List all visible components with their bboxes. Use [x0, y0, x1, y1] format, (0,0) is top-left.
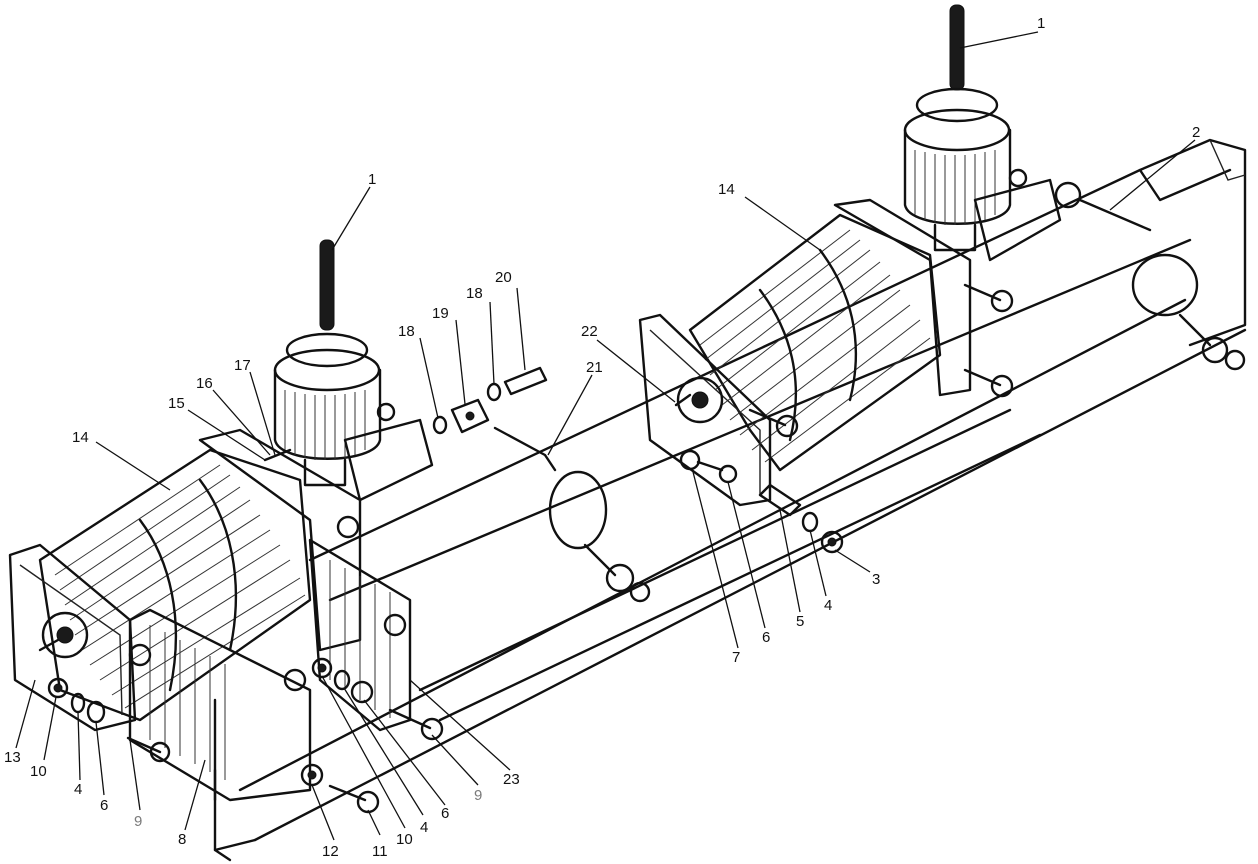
callout-4-mid: 4	[420, 819, 428, 836]
callout-12: 12	[322, 843, 339, 860]
callout-6-left: 6	[100, 797, 108, 814]
callout-21: 21	[586, 359, 603, 376]
callout-23: 23	[503, 771, 520, 788]
right-cylinder-unit	[638, 198, 1014, 554]
callout-18-upper: 18	[466, 285, 483, 302]
callout-22: 22	[581, 323, 598, 340]
callout-4-left: 4	[74, 781, 82, 798]
frame-rail-upper	[308, 138, 1247, 602]
callout-6-mid: 6	[441, 805, 449, 822]
callout-11: 11	[372, 843, 388, 860]
left-cylinder-unit	[8, 428, 444, 814]
callout-1-left: 1	[368, 171, 376, 188]
callout-labels: 1 1 2 14 14 22 20 18 18 19 21 17 16 15 3…	[4, 15, 1200, 860]
callout-8: 8	[178, 831, 186, 848]
callout-3: 3	[872, 571, 880, 588]
callout-9-left: 9	[134, 813, 142, 830]
right-reservoir	[903, 4, 1082, 262]
callout-17: 17	[234, 357, 251, 374]
callout-15: 15	[168, 395, 185, 412]
callout-2: 2	[1192, 124, 1200, 141]
frame-rail-middle	[418, 408, 1042, 722]
right-coiled-pipe	[1078, 198, 1246, 371]
left-reservoir	[263, 239, 548, 502]
callout-16: 16	[196, 375, 213, 392]
callout-10-mid: 10	[396, 831, 413, 848]
callout-13: 13	[4, 749, 21, 766]
callout-leaders	[15, 31, 1196, 841]
callout-1-right: 1	[1037, 15, 1045, 32]
callout-7: 7	[732, 649, 740, 666]
callout-9-mid: 9	[474, 787, 482, 804]
callout-14-right: 14	[718, 181, 735, 198]
callout-5: 5	[796, 613, 804, 630]
callout-18-lower: 18	[398, 323, 415, 340]
callout-14-left: 14	[72, 429, 89, 446]
left-coiled-pipe	[493, 426, 651, 603]
callout-10-left: 10	[30, 763, 47, 780]
frame-rail-lower	[213, 298, 1247, 862]
callout-4-right: 4	[824, 597, 832, 614]
callout-6-right: 6	[762, 629, 770, 646]
callout-20: 20	[495, 269, 512, 286]
callout-19: 19	[432, 305, 449, 322]
